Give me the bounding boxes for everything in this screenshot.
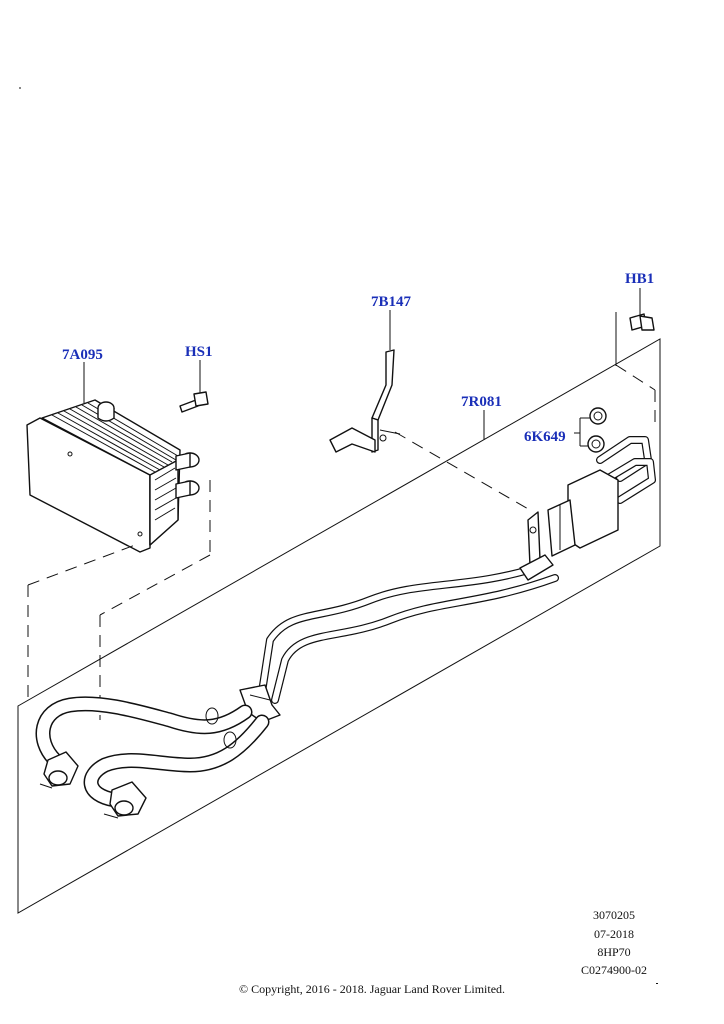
callout-7a095[interactable]: 7A095 [62, 347, 103, 363]
cooler-pipes-part[interactable] [35, 436, 656, 819]
bracket-alignment-line [394, 431, 531, 511]
oil-cooler-part[interactable] [26, 399, 200, 553]
info-line-2: 07-2018 [594, 927, 634, 941]
assembly-frame [17, 338, 661, 914]
info-line-3: 8HP70 [597, 945, 631, 959]
bracket-part[interactable] [329, 340, 401, 453]
info-line-1: 3070205 [593, 908, 635, 922]
pipe-bolt-alignment-lines [615, 364, 656, 430]
o-rings-part[interactable] [574, 407, 607, 453]
callout-hs1[interactable]: HS1 [185, 344, 213, 360]
copyright-footer: © Copyright, 2016 - 2018. Jaguar Land Ro… [238, 982, 506, 996]
info-dot [656, 983, 658, 984]
pipe-bolt-part[interactable] [615, 300, 655, 366]
callout-hb1[interactable]: HB1 [625, 271, 654, 287]
callout-7r081[interactable]: 7R081 [461, 394, 502, 410]
leader-lines [83, 288, 641, 440]
cooler-bolt-part[interactable] [179, 380, 209, 413]
callout-6k649[interactable]: 6K649 [524, 429, 566, 445]
info-line-4: C0274900-02 [581, 963, 647, 977]
callout-7b147[interactable]: 7B147 [371, 294, 412, 310]
